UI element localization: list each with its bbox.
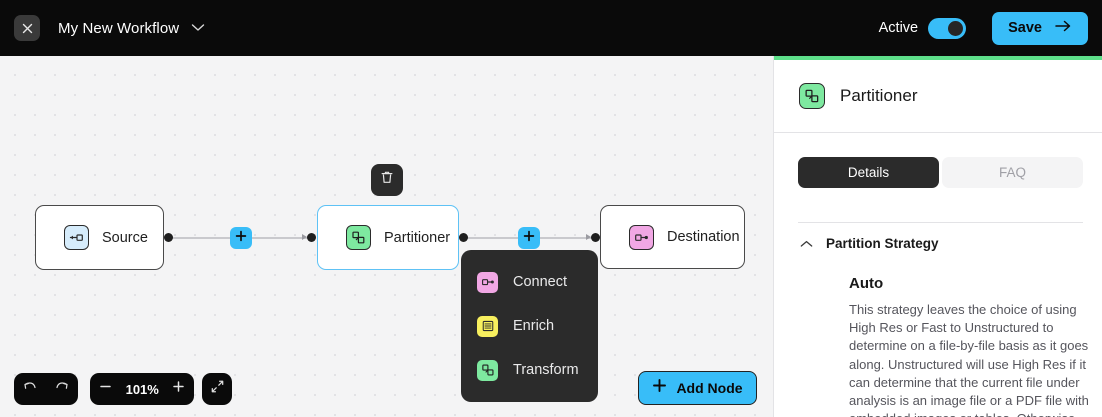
node-details-panel: Partitioner bbox=[773, 56, 1102, 417]
node-source[interactable]: Source bbox=[35, 205, 164, 270]
fit-view-button[interactable] bbox=[202, 373, 232, 405]
connect-icon bbox=[476, 270, 499, 294]
redo-icon bbox=[54, 380, 70, 399]
undo-icon bbox=[22, 380, 38, 399]
node-source-label: Source bbox=[102, 229, 148, 246]
menu-item-transform[interactable]: Transform bbox=[461, 348, 598, 392]
add-node-menu: Connect Enrich bbox=[461, 250, 598, 402]
menu-item-transform-label: Transform bbox=[513, 362, 579, 378]
active-toggle[interactable] bbox=[928, 17, 967, 39]
edge-arrow-partitioner-in bbox=[302, 234, 307, 240]
undo-button[interactable] bbox=[14, 373, 46, 405]
plus-icon bbox=[235, 229, 247, 247]
workflow-title-dropdown-button[interactable] bbox=[191, 19, 205, 37]
chevron-up-icon bbox=[798, 240, 814, 248]
source-input-icon bbox=[64, 225, 89, 250]
arrow-right-icon bbox=[1055, 19, 1072, 37]
add-node-on-edge-1-button[interactable] bbox=[230, 227, 252, 249]
zoom-out-button[interactable] bbox=[90, 373, 122, 405]
fit-view-toolbar bbox=[202, 373, 232, 405]
tab-faq[interactable]: FAQ bbox=[942, 157, 1083, 188]
plus-icon bbox=[652, 378, 667, 398]
menu-item-enrich[interactable]: Enrich bbox=[461, 304, 598, 348]
active-toggle-label: Active bbox=[878, 20, 919, 36]
node-partitioner-label: Partitioner bbox=[384, 229, 451, 246]
minus-icon bbox=[99, 380, 112, 398]
add-node-on-edge-2-button[interactable] bbox=[518, 227, 540, 249]
transform-icon bbox=[476, 358, 499, 382]
top-bar: My New Workflow Active Save bbox=[0, 0, 1102, 56]
edge-arrow-destination-in bbox=[586, 234, 591, 240]
panel-divider bbox=[798, 222, 1083, 223]
panel-header: Partitioner bbox=[774, 60, 1102, 133]
plus-icon bbox=[523, 229, 535, 247]
toggle-knob bbox=[948, 20, 964, 36]
edge-handle-partitioner-in[interactable] bbox=[307, 233, 316, 242]
save-button-label: Save bbox=[1008, 20, 1042, 36]
plus-icon bbox=[172, 380, 185, 398]
zoom-toolbar: 101% bbox=[90, 373, 194, 405]
edge-handle-partitioner-out[interactable] bbox=[459, 233, 468, 242]
fit-screen-icon bbox=[210, 379, 225, 399]
chevron-down-icon bbox=[191, 19, 205, 37]
zoom-level-value[interactable]: 101% bbox=[125, 381, 159, 397]
destination-output-icon bbox=[629, 224, 654, 250]
panel-tabs: Details FAQ bbox=[798, 157, 1083, 188]
close-icon bbox=[21, 22, 34, 35]
edge-handle-destination-in[interactable] bbox=[591, 233, 600, 242]
panel-title: Partitioner bbox=[840, 86, 918, 105]
workflow-canvas[interactable]: Source Partitioner bbox=[0, 56, 773, 417]
trash-icon bbox=[380, 170, 394, 190]
panel-accent-bar bbox=[774, 56, 1102, 60]
workflow-title: My New Workflow bbox=[58, 19, 180, 37]
save-button[interactable]: Save bbox=[992, 11, 1088, 45]
zoom-in-button[interactable] bbox=[162, 373, 194, 405]
delete-node-button[interactable] bbox=[371, 164, 403, 196]
tab-details[interactable]: Details bbox=[798, 157, 939, 188]
menu-item-enrich-label: Enrich bbox=[513, 318, 555, 334]
node-destination-label: Destination bbox=[667, 229, 740, 245]
section-partition-strategy-title: Partition Strategy bbox=[826, 236, 939, 251]
close-workflow-button[interactable] bbox=[14, 15, 40, 41]
enrich-icon bbox=[476, 314, 499, 338]
section-partition-strategy-header[interactable]: Partition Strategy bbox=[798, 236, 939, 251]
edge-handle-source-out[interactable] bbox=[164, 233, 173, 242]
node-partitioner[interactable]: Partitioner bbox=[317, 205, 459, 270]
strategy-name: Auto bbox=[849, 275, 884, 292]
partition-shapes-icon bbox=[799, 83, 825, 109]
menu-item-connect[interactable]: Connect bbox=[461, 260, 598, 304]
strategy-description: This strategy leaves the choice of using… bbox=[849, 302, 1089, 417]
history-toolbar bbox=[14, 373, 78, 405]
redo-button[interactable] bbox=[46, 373, 78, 405]
add-node-button[interactable]: Add Node bbox=[638, 371, 757, 405]
node-destination[interactable]: Destination bbox=[600, 205, 745, 269]
partition-shapes-icon bbox=[346, 225, 371, 250]
menu-item-connect-label: Connect bbox=[513, 274, 568, 290]
top-bar-actions: Active Save bbox=[878, 11, 1088, 45]
add-node-button-label: Add Node bbox=[676, 380, 743, 396]
